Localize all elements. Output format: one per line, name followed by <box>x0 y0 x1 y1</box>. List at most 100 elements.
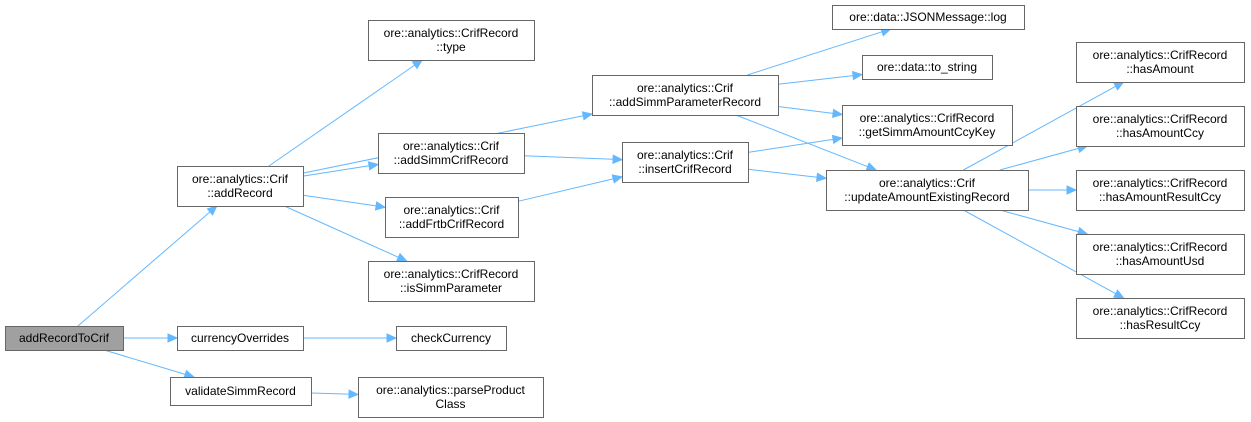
node-add-simm-crif-record[interactable]: ore::analytics::Crif::addSimmCrifRecord <box>378 133 525 174</box>
edge-add-record-to-crif-to-currency-overrides <box>123 333 179 343</box>
arrowhead-icon <box>1112 81 1125 91</box>
node-label-line: ore::analytics::Crif <box>403 203 500 217</box>
edge-add-simm-crif-record-to-insert-crif-record <box>523 154 624 164</box>
edge-line <box>777 75 854 85</box>
arrowhead-icon <box>348 389 360 399</box>
edge-update-amount-existing-record-to-has-amount-ccy <box>999 143 1089 171</box>
node-get-simm-amount-ccy-key[interactable]: ore::analytics::CrifRecord::getSimmAmoun… <box>842 105 1013 146</box>
node-box <box>1076 170 1245 211</box>
arrowhead-icon <box>1066 185 1078 195</box>
node-label-line: ore::analytics::CrifRecord <box>384 267 519 281</box>
node-box <box>1076 42 1245 83</box>
node-label-line: ::addFrtbCrifRecord <box>399 217 504 231</box>
node-label-line: ::hasResultCcy <box>1120 318 1201 332</box>
node-label-line: ore::analytics::Crif <box>879 176 976 190</box>
edge-line <box>268 64 415 167</box>
node-label-line: addRecordToCrif <box>19 331 110 345</box>
node-update-amount-existing-record[interactable]: ore::analytics::Crif::updateAmountExisti… <box>826 170 1029 211</box>
node-add-record-to-crif[interactable]: addRecordToCrif <box>5 326 124 351</box>
arrowhead-icon <box>816 172 828 183</box>
node-label-line: ::hasAmountUsd <box>1116 254 1205 268</box>
edge-update-amount-existing-record-to-has-result-ccy <box>963 209 1125 299</box>
node-label-line: ::hasAmountCcy <box>1116 126 1204 140</box>
node-has-amount-usd[interactable]: ore::analytics::CrifRecord::hasAmountUsd <box>1076 234 1245 275</box>
node-has-result-ccy[interactable]: ore::analytics::CrifRecord::hasResultCcy <box>1076 298 1245 339</box>
node-has-amount[interactable]: ore::analytics::CrifRecord::hasAmount <box>1076 42 1245 83</box>
node-label-line: ::type <box>436 40 466 54</box>
node-box <box>1076 298 1245 339</box>
edge-add-record-to-add-simm-crif-record <box>302 161 380 177</box>
edge-line <box>999 209 1079 233</box>
arrowhead-icon <box>865 162 878 171</box>
node-label-line: ::addSimmCrifRecord <box>394 153 509 167</box>
node-label-line: ore::analytics::Crif <box>637 148 734 162</box>
arrowhead-icon <box>167 333 179 343</box>
node-label-line: ::insertCrifRecord <box>638 162 731 176</box>
node-box <box>1076 234 1245 275</box>
node-label-line: ::getSimmAmountCcyKey <box>859 125 996 139</box>
edge-line <box>747 31 883 76</box>
node-label-line: ore::analytics::parseProduct <box>376 383 525 397</box>
node-label-line: ore::analytics::Crif <box>637 81 734 95</box>
node-json-log[interactable]: ore::data::JSONMessage::log <box>832 5 1025 30</box>
edge-line <box>747 138 834 153</box>
edge-line <box>77 211 211 327</box>
arrowhead-icon <box>367 161 380 171</box>
node-crif-record-type[interactable]: ore::analytics::CrifRecord::type <box>368 20 535 61</box>
node-has-amount-ccy[interactable]: ore::analytics::CrifRecord::hasAmountCcy <box>1076 106 1245 147</box>
arrowhead-icon <box>832 108 844 118</box>
arrowhead-icon <box>852 70 864 81</box>
node-insert-crif-record[interactable]: ore::analytics::Crif::insertCrifRecord <box>622 142 749 183</box>
node-label-line: ore::analytics::CrifRecord <box>860 111 995 125</box>
node-add-simm-parameter-record[interactable]: ore::analytics::Crif::addSimmParameterRe… <box>592 75 779 116</box>
edge-line <box>777 106 834 114</box>
node-box <box>862 55 993 80</box>
edge-line <box>310 392 350 395</box>
edge-add-simm-parameter-record-to-to-string <box>777 70 864 85</box>
node-currency-overrides[interactable]: currencyOverrides <box>177 326 304 351</box>
node-is-simm-parameter[interactable]: ore::analytics::CrifRecord::isSimmParame… <box>368 261 535 302</box>
node-add-frtb-crif-record[interactable]: ore::analytics::Crif::addFrtbCrifRecord <box>385 197 519 238</box>
edge-validate-simm-record-to-parse-product-class <box>310 389 360 399</box>
node-box <box>177 326 304 351</box>
node-box <box>385 197 519 238</box>
arrowhead-icon <box>581 111 594 121</box>
node-box <box>378 133 525 174</box>
edge-line <box>302 165 370 177</box>
node-box <box>170 377 312 406</box>
node-label-line: currencyOverrides <box>191 331 289 345</box>
node-validate-simm-record[interactable]: validateSimmRecord <box>170 377 312 406</box>
arrowhead-icon <box>1112 289 1125 299</box>
node-to-string[interactable]: ore::data::to_string <box>862 55 993 80</box>
node-label-line: ::addSimmParameterRecord <box>609 95 761 109</box>
node-has-amount-result-ccy[interactable]: ore::analytics::CrifRecord::hasAmountRes… <box>1076 170 1245 211</box>
node-box <box>842 105 1013 146</box>
edge-line <box>103 349 186 375</box>
edge-line <box>302 194 377 207</box>
node-label-line: ::isSimmParameter <box>400 281 502 295</box>
node-label-line: ::hasAmount <box>1126 62 1194 76</box>
node-label-line: ::addRecord <box>207 186 272 200</box>
arrowhead-icon <box>374 201 387 211</box>
edge-update-amount-existing-record-to-has-amount-usd <box>999 209 1089 237</box>
node-box <box>368 20 535 61</box>
arrowhead-icon <box>831 134 844 145</box>
node-label-line: ore::analytics::CrifRecord <box>1093 112 1228 126</box>
node-box <box>622 142 749 183</box>
arrowhead-icon <box>411 59 424 70</box>
nodes-layer: addRecordToCrif ore::analytics::Crif::add… <box>5 5 1245 418</box>
node-label-line: ore::analytics::CrifRecord <box>1093 48 1228 62</box>
edge-insert-crif-record-to-get-simm-amount-ccy-key <box>747 134 844 153</box>
node-add-record[interactable]: ore::analytics::Crif::addRecord <box>177 166 304 207</box>
edge-insert-crif-record-to-update-amount-existing-record <box>747 168 828 183</box>
edge-line <box>963 209 1116 295</box>
node-check-currency[interactable]: checkCurrency <box>396 326 507 351</box>
edge-line <box>517 178 614 202</box>
edge-line <box>284 205 399 258</box>
node-box <box>358 377 544 418</box>
arrowhead-icon <box>386 333 398 343</box>
node-box <box>1076 106 1245 147</box>
node-label-line: ore::analytics::CrifRecord <box>384 26 519 40</box>
